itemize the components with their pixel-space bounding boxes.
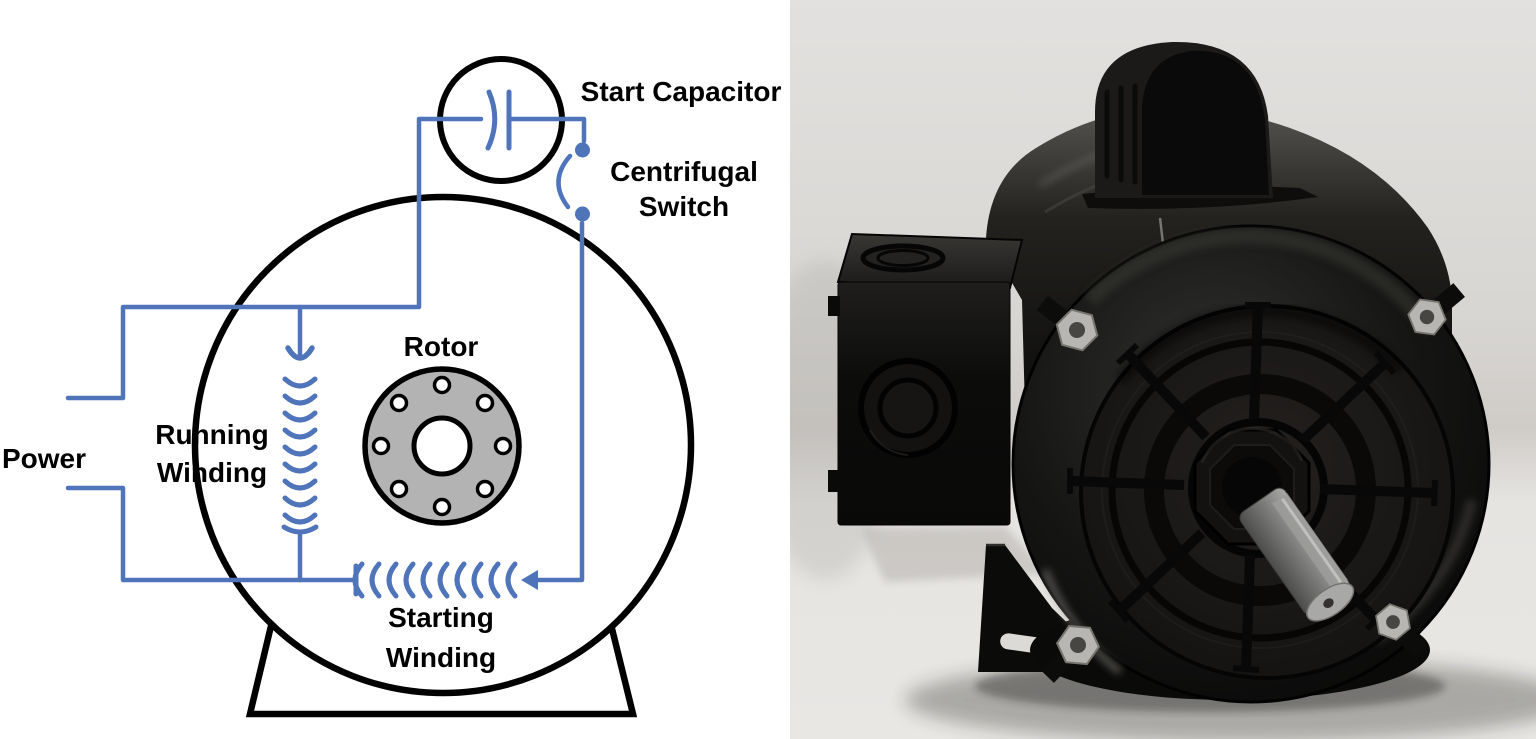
rotor-label: Rotor xyxy=(404,331,479,362)
motor-face xyxy=(1011,224,1491,704)
wire-switch-to-starting-winding xyxy=(533,220,585,583)
hex-bolt-bottom-left xyxy=(1040,624,1101,683)
motor-hub xyxy=(1193,426,1311,546)
starting-winding-arrow xyxy=(521,570,538,590)
wiring-diagram: Start Capacitor Centrifugal Switch Power… xyxy=(1,56,782,718)
wiring xyxy=(65,89,587,599)
rotor-shaft-hole xyxy=(411,415,473,477)
junction-box-front-knockout-inner xyxy=(877,377,939,439)
hex-bolt-top-left xyxy=(1036,295,1099,352)
shaft-center-hole xyxy=(1323,598,1334,609)
running-winding-label-line1: Running xyxy=(155,419,269,450)
hub-highlight xyxy=(1200,426,1304,464)
centrifugal-switch-label-line2: Switch xyxy=(639,191,729,222)
running-winding-label-line2: Winding xyxy=(157,457,267,488)
capacitor-curved-plate xyxy=(485,89,498,151)
junction-box-top-knockout-inner xyxy=(876,249,930,267)
switch-contact-top xyxy=(575,142,590,158)
junction-box-tab-bottom xyxy=(828,470,840,492)
starting-winding-label-line1: Starting xyxy=(388,602,494,633)
power-label: Power xyxy=(2,443,86,474)
wire-power-to-capacitor xyxy=(65,116,484,401)
wire-power-bottom xyxy=(65,485,359,583)
rotor-symbol xyxy=(362,366,522,526)
rim-highlight-top xyxy=(1084,228,1437,335)
knockout-highlight xyxy=(869,429,909,456)
wiring-contacts xyxy=(521,142,590,590)
starting-winding-coil xyxy=(352,561,518,599)
motor-photo xyxy=(790,0,1536,739)
running-winding-arrow xyxy=(285,345,315,361)
centrifugal-switch-blade xyxy=(556,153,573,210)
running-winding-coil xyxy=(281,376,319,535)
junction-box-tab-top xyxy=(828,296,840,316)
motor-shaft xyxy=(1239,487,1355,622)
starting-winding-label-line2: Winding xyxy=(386,642,496,673)
rotor-bar-holes xyxy=(371,375,513,517)
junction-box xyxy=(828,232,1024,526)
capacitor-cover-vents xyxy=(1104,83,1138,185)
hex-bolt-top-right xyxy=(1407,283,1465,336)
hex-bolt-bottom-right xyxy=(1375,603,1427,658)
capacitor-cover xyxy=(1082,41,1318,209)
start-capacitor-label: Start Capacitor xyxy=(581,76,782,107)
shaft-highlight xyxy=(1281,497,1343,584)
centrifugal-switch-label-line1: Centrifugal xyxy=(610,156,758,187)
capacitor-cover-front xyxy=(1142,50,1269,195)
switch-contact-bottom xyxy=(575,206,590,222)
diagram-labels: Start Capacitor Centrifugal Switch Power… xyxy=(2,76,781,673)
wire-capacitor-to-switch xyxy=(506,116,587,144)
face-bolts xyxy=(1036,283,1465,683)
